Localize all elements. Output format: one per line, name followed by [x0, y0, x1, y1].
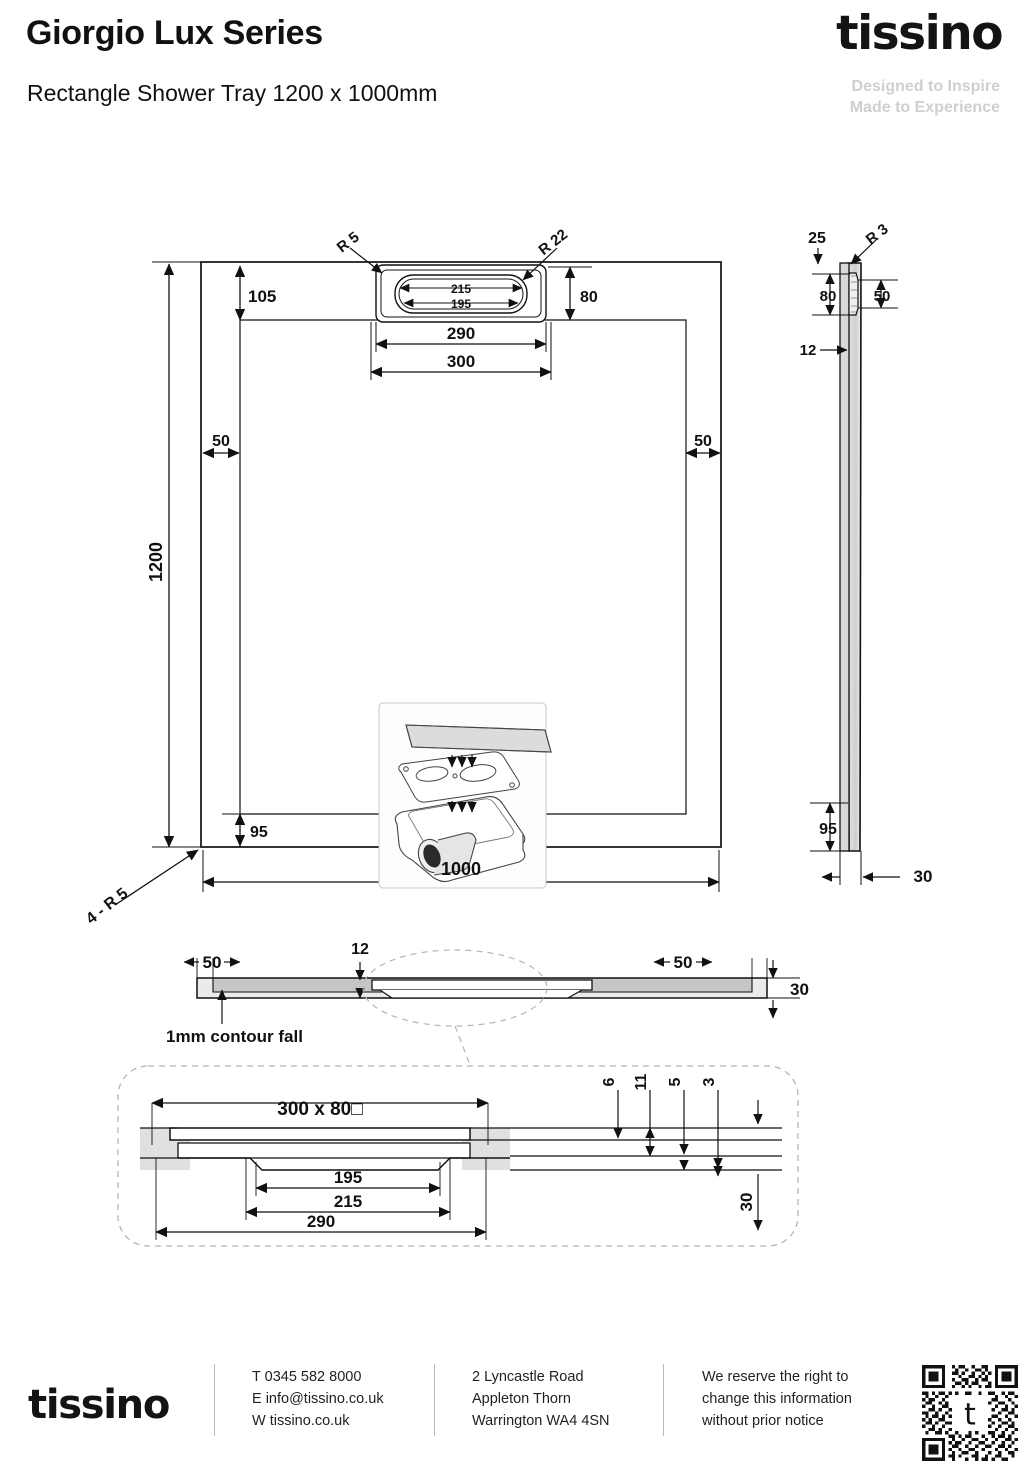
disclaimer-line-2: change this information	[702, 1391, 852, 1407]
dim-25: 25	[808, 230, 826, 247]
page-footer: tissino T 0345 582 8000 E info@tissino.c…	[0, 1352, 1024, 1472]
tagline-line-2: Made to Experience	[849, 99, 1000, 116]
dim-12-sec: 12	[351, 941, 369, 958]
dim-12-side: 12	[800, 342, 817, 359]
footer-divider-3	[663, 1364, 664, 1436]
dim-6: 6	[601, 1077, 618, 1086]
dim-290: 290	[447, 324, 475, 343]
dim-1200: 1200	[146, 542, 166, 582]
page-header: Giorgio Lux Series Rectangle Shower Tray…	[0, 0, 1024, 140]
dim-95-bottom: 95	[250, 824, 268, 841]
dim-215: 215	[451, 282, 471, 296]
dim-95-side: 95	[819, 821, 837, 838]
page-title: Giorgio Lux Series	[26, 14, 323, 52]
dim-11: 11	[633, 1073, 650, 1090]
label-r5: R 5	[334, 229, 363, 257]
footer-email: E info@tissino.co.uk	[252, 1391, 384, 1407]
dim-1000: 1000	[441, 859, 481, 879]
footer-tissino-logo: tissino	[28, 1382, 170, 1428]
dim-80-side: 80	[820, 288, 837, 305]
footer-address: 2 Lyncastle Road Appleton Thorn Warringt…	[472, 1366, 610, 1432]
label-r3: R 3	[863, 221, 892, 249]
dim-80-plan: 80	[580, 289, 598, 306]
tagline-line-1: Designed to Inspire	[851, 78, 1000, 95]
dim-50-sec-left: 50	[203, 953, 222, 972]
footer-phone: T 0345 582 8000	[252, 1369, 362, 1385]
footer-website: W tissino.co.uk	[252, 1413, 350, 1429]
qr-code[interactable]: t	[922, 1365, 1018, 1461]
disclaimer-line-3: without prior notice	[702, 1413, 824, 1429]
dim-5: 5	[667, 1077, 684, 1086]
dim-50-left: 50	[212, 433, 230, 450]
dim-290-detail: 290	[307, 1212, 335, 1231]
dim-3: 3	[701, 1077, 718, 1086]
disclaimer-line-1: We reserve the right to	[702, 1369, 849, 1385]
technical-drawing-canvas: 105 1200 50 50 95 1000 290 300 215 195 8…	[0, 140, 1024, 1330]
address-line-3: Warrington WA4 4SN	[472, 1413, 610, 1429]
footer-disclaimer: We reserve the right to change this info…	[702, 1366, 852, 1432]
note-contour-fall: 1mm contour fall	[166, 1027, 303, 1046]
footer-divider-1	[214, 1364, 215, 1436]
dim-195-detail: 195	[334, 1168, 362, 1187]
address-line-2: Appleton Thorn	[472, 1391, 571, 1407]
dim-215-detail: 215	[334, 1192, 362, 1211]
dim-50-right: 50	[694, 433, 712, 450]
dim-195: 195	[451, 297, 471, 311]
qr-center-logo: t	[964, 1398, 976, 1433]
dim-50-side: 50	[874, 288, 891, 305]
dim-50-sec-right: 50	[674, 953, 693, 972]
dim-30-detail: 30	[737, 1193, 756, 1212]
dim-30-side: 30	[914, 867, 933, 886]
dim-30-sec: 30	[790, 980, 809, 999]
brand-tagline: Designed to Inspire Made to Experience	[850, 76, 1000, 118]
label-4-r5: 4 - R 5	[83, 885, 131, 928]
tissino-logo: tissino	[836, 6, 1003, 61]
dim-300x80: 300 x 80□	[277, 1099, 363, 1120]
footer-divider-2	[434, 1364, 435, 1436]
footer-contact: T 0345 582 8000 E info@tissino.co.uk W t…	[252, 1366, 384, 1432]
page-subtitle: Rectangle Shower Tray 1200 x 1000mm	[27, 80, 438, 106]
address-line-1: 2 Lyncastle Road	[472, 1369, 584, 1385]
dim-300: 300	[447, 352, 475, 371]
dim-105: 105	[248, 287, 276, 306]
label-r22: R 22	[536, 226, 571, 259]
